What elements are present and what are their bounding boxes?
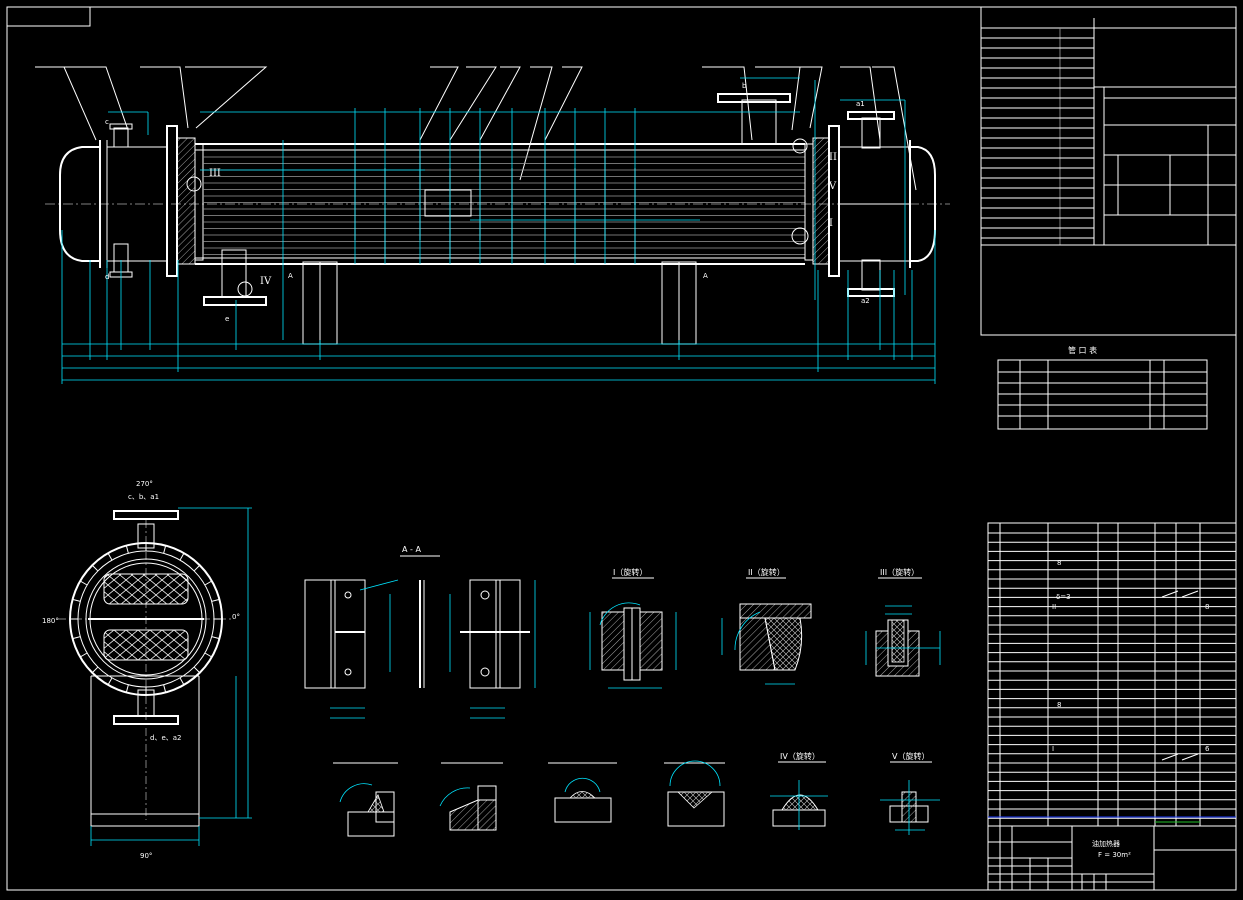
weld-detail-4 [664, 760, 725, 827]
title-block: 油加热器 F = 30m² [987, 825, 1237, 891]
detail-marker-iii: III [209, 168, 221, 179]
angle-90: 90° [140, 852, 152, 860]
parts-mark-2: δ=3 [1056, 593, 1071, 601]
detail-i: I（旋转） [589, 567, 677, 689]
nozzle-label-d: d [105, 273, 109, 281]
parts-mark-3: II [1052, 603, 1056, 611]
detail-ii-title: II（旋转） [748, 567, 785, 577]
parts-side-mark-1: 8 [1205, 603, 1209, 611]
detail-marker-v: V [828, 181, 837, 192]
nozzle-label-e: e [225, 315, 229, 323]
drawing-frame [6, 6, 1237, 891]
weld-detail-3 [548, 762, 617, 823]
detail-ii: II（旋转） [721, 567, 812, 685]
detail-v: V（旋转） [880, 751, 940, 835]
weld-detail-1 [333, 762, 398, 837]
section-a-a: A - A [304, 545, 536, 719]
detail-v-title: V（旋转） [892, 751, 929, 761]
nozzle-label-c: c [105, 118, 109, 126]
angle-270: 270° [136, 480, 153, 488]
detail-iii: III（旋转） [865, 567, 941, 677]
detail-marker-ii: II [829, 152, 837, 163]
detail-iv: IV（旋转） [770, 751, 828, 830]
end-view-bottom-nozzles: d、e、a2 [150, 734, 182, 742]
detail-marker-i: I [829, 218, 833, 229]
parts-side-mark-2: 6 [1205, 745, 1210, 753]
equipment-name: 油加热器 [1092, 839, 1120, 848]
detail-iv-title: IV（旋转） [780, 751, 820, 761]
parts-mark-5: I [1052, 745, 1054, 753]
nozzle-label-b: b [742, 82, 747, 90]
weld-detail-2 [439, 762, 503, 831]
nozzle-table-title: 管 口 表 [1068, 345, 1097, 355]
section-marker-right: A [703, 272, 708, 280]
detail-i-title: I（旋转） [613, 567, 647, 577]
nozzle-label-a1: a1 [856, 100, 865, 108]
angle-180: 180° [42, 617, 59, 625]
nozzle-label-a2: a2 [861, 297, 870, 305]
equipment-spec: F = 30m² [1098, 851, 1131, 859]
parts-list: 8 δ=3 II 8 I 8 6 [987, 522, 1237, 827]
detail-iii-title: III（旋转） [880, 567, 919, 577]
parts-mark-1: 8 [1057, 559, 1061, 567]
detail-marker-iv: IV [260, 276, 272, 287]
main-elevation-view: c d e b a1 a2 III IV II V I A A [35, 66, 950, 384]
angle-0: 0° [232, 613, 240, 621]
section-marker-left: A [288, 272, 293, 280]
end-view-top-nozzles: c、b、a1 [128, 493, 159, 501]
section-title: A - A [402, 545, 421, 554]
parts-mark-4: 8 [1057, 701, 1061, 709]
technical-table [980, 6, 1237, 336]
nozzle-table: 管 口 表 [997, 345, 1208, 430]
end-view: 270° c、b、a1 180° 0° d、e、a2 90° [42, 480, 252, 860]
